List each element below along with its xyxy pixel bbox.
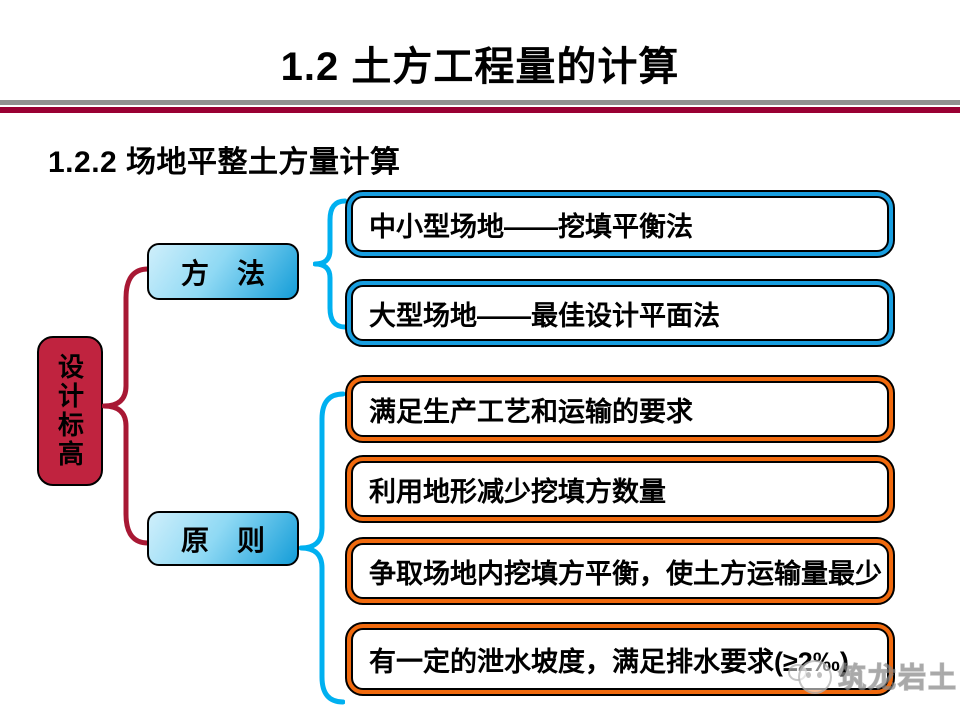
slide-title: 1.2 土方工程量的计算	[280, 45, 680, 89]
method-item-1-box: 中小型场地——挖填平衡法	[345, 190, 895, 258]
root-node-label: 设计标高	[54, 353, 85, 469]
principle-curly-brace-icon	[299, 391, 345, 705]
principle-item-1-text: 满足生产工艺和运输的要求	[351, 381, 889, 437]
title-divider-red	[0, 107, 960, 113]
branch-method-label: 方 法	[180, 257, 265, 289]
principle-item-2-text: 利用地形减少挖填方数量	[351, 461, 889, 517]
branch-node-principle: 原 则	[147, 511, 299, 566]
principle-item-3-box: 争取场地内挖填方平衡，使土方运输量最少	[345, 537, 895, 605]
principle-item-2-box: 利用地形减少挖填方数量	[345, 455, 895, 523]
principle-item-3-text: 争取场地内挖填方平衡，使土方运输量最少	[351, 543, 889, 599]
method-curly-brace-icon	[313, 198, 347, 330]
root-curly-brace-icon	[102, 266, 150, 546]
method-item-2-box: 大型场地——最佳设计平面法	[345, 279, 895, 347]
branch-principle-label: 原 则	[180, 524, 265, 556]
principle-item-4-text: 有一定的泄水坡度，满足排水要求(≥2‰)	[351, 628, 889, 690]
section-heading: 1.2.2 场地平整土方量计算	[48, 146, 401, 179]
title-divider-gray	[0, 100, 960, 105]
root-node-design-elevation: 设计标高	[37, 336, 103, 486]
method-item-1-text: 中小型场地——挖填平衡法	[351, 196, 889, 252]
principle-item-1-box: 满足生产工艺和运输的要求	[345, 375, 895, 443]
method-item-2-text: 大型场地——最佳设计平面法	[351, 285, 889, 341]
principle-item-4-box: 有一定的泄水坡度，满足排水要求(≥2‰)	[345, 622, 895, 696]
branch-node-method: 方 法	[147, 243, 299, 300]
